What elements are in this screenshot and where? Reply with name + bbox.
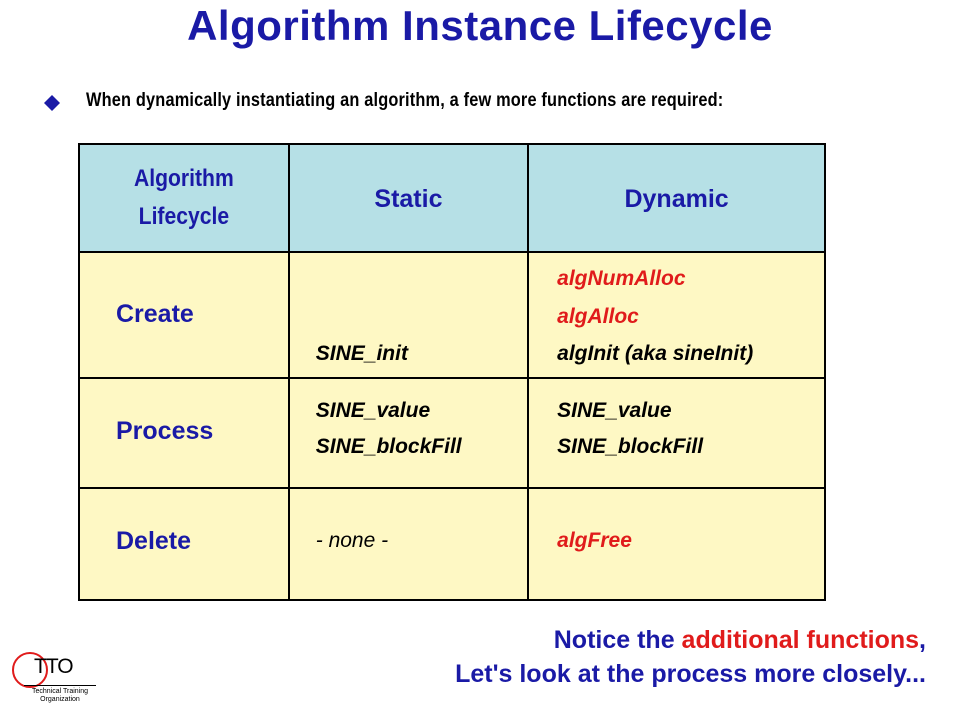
diamond-bullet-icon — [44, 95, 60, 111]
logo-subtitle-line1: Technical Training — [31, 688, 89, 695]
row-label-cell: Create — [78, 251, 290, 379]
dynamic-cell-create: algNumAlloc algAlloc algInit (aka sineIn… — [527, 251, 826, 379]
static-function: SINE_value — [315, 399, 431, 422]
tto-logo: TTO Technical Training Organization — [10, 648, 100, 714]
table-row-create: Create SINE_init algNumAlloc algAlloc al… — [78, 251, 826, 379]
logo-text: TTO — [34, 655, 74, 678]
dynamic-function: algFree — [557, 529, 632, 552]
row-label-cell: Process — [78, 377, 290, 489]
note-line-2: Let's look at the process more closely..… — [455, 660, 926, 689]
header-cell-static: Static — [287, 143, 530, 253]
header-dynamic: Dynamic — [624, 185, 729, 213]
static-function: SINE_blockFill — [315, 435, 462, 458]
static-cell-create: SINE_init — [287, 251, 530, 379]
note-text: Let's look at the process more closely..… — [455, 660, 926, 688]
header-lifecycle-line1: Algorithm — [134, 165, 234, 192]
logo-circle-icon — [12, 652, 48, 688]
header-lifecycle-line2: Lifecycle — [138, 203, 230, 230]
dynamic-function: algInit (aka sineInit) — [557, 342, 754, 365]
note-text: Notice the — [553, 626, 682, 654]
dynamic-function: SINE_value — [557, 399, 672, 422]
lifecycle-table: Algorithm Lifecycle Static Dynamic Creat… — [78, 143, 826, 601]
static-function: - none - — [315, 529, 389, 552]
static-cell-delete: - none - — [287, 487, 530, 601]
row-label-cell: Delete — [78, 487, 290, 601]
dynamic-cell-process: SINE_value SINE_blockFill — [527, 377, 826, 489]
logo-divider — [24, 685, 96, 686]
table-row-delete: Delete - none - algFree — [78, 487, 826, 601]
slide-title: Algorithm Instance Lifecycle — [187, 2, 773, 49]
static-cell-process: SINE_value SINE_blockFill — [287, 377, 530, 489]
note-text: , — [919, 626, 926, 654]
bullet-point: When dynamically instantiating an algori… — [44, 90, 944, 120]
table-header-row: Algorithm Lifecycle Static Dynamic — [78, 143, 826, 253]
static-function: SINE_init — [315, 342, 408, 365]
header-cell-dynamic: Dynamic — [527, 143, 826, 253]
header-static: Static — [374, 185, 443, 213]
row-label-process: Process — [116, 417, 214, 445]
dynamic-function: SINE_blockFill — [557, 435, 704, 458]
dynamic-function: algNumAlloc — [557, 267, 686, 290]
header-cell-lifecycle: Algorithm Lifecycle — [78, 143, 290, 253]
table-row-process: Process SINE_value SINE_blockFill SINE_v… — [78, 377, 826, 489]
note-highlight: additional functions — [681, 626, 920, 654]
row-label-delete: Delete — [116, 527, 192, 555]
row-label-create: Create — [116, 300, 194, 328]
note-line-1: Notice the additional functions, — [554, 626, 926, 655]
dynamic-function: algAlloc — [557, 305, 639, 328]
bullet-text: When dynamically instantiating an algori… — [86, 90, 724, 111]
dynamic-cell-delete: algFree — [527, 487, 826, 601]
logo-subtitle-line2: Organization — [40, 696, 80, 703]
logo-subtitle: Technical Training Organization — [10, 688, 110, 704]
